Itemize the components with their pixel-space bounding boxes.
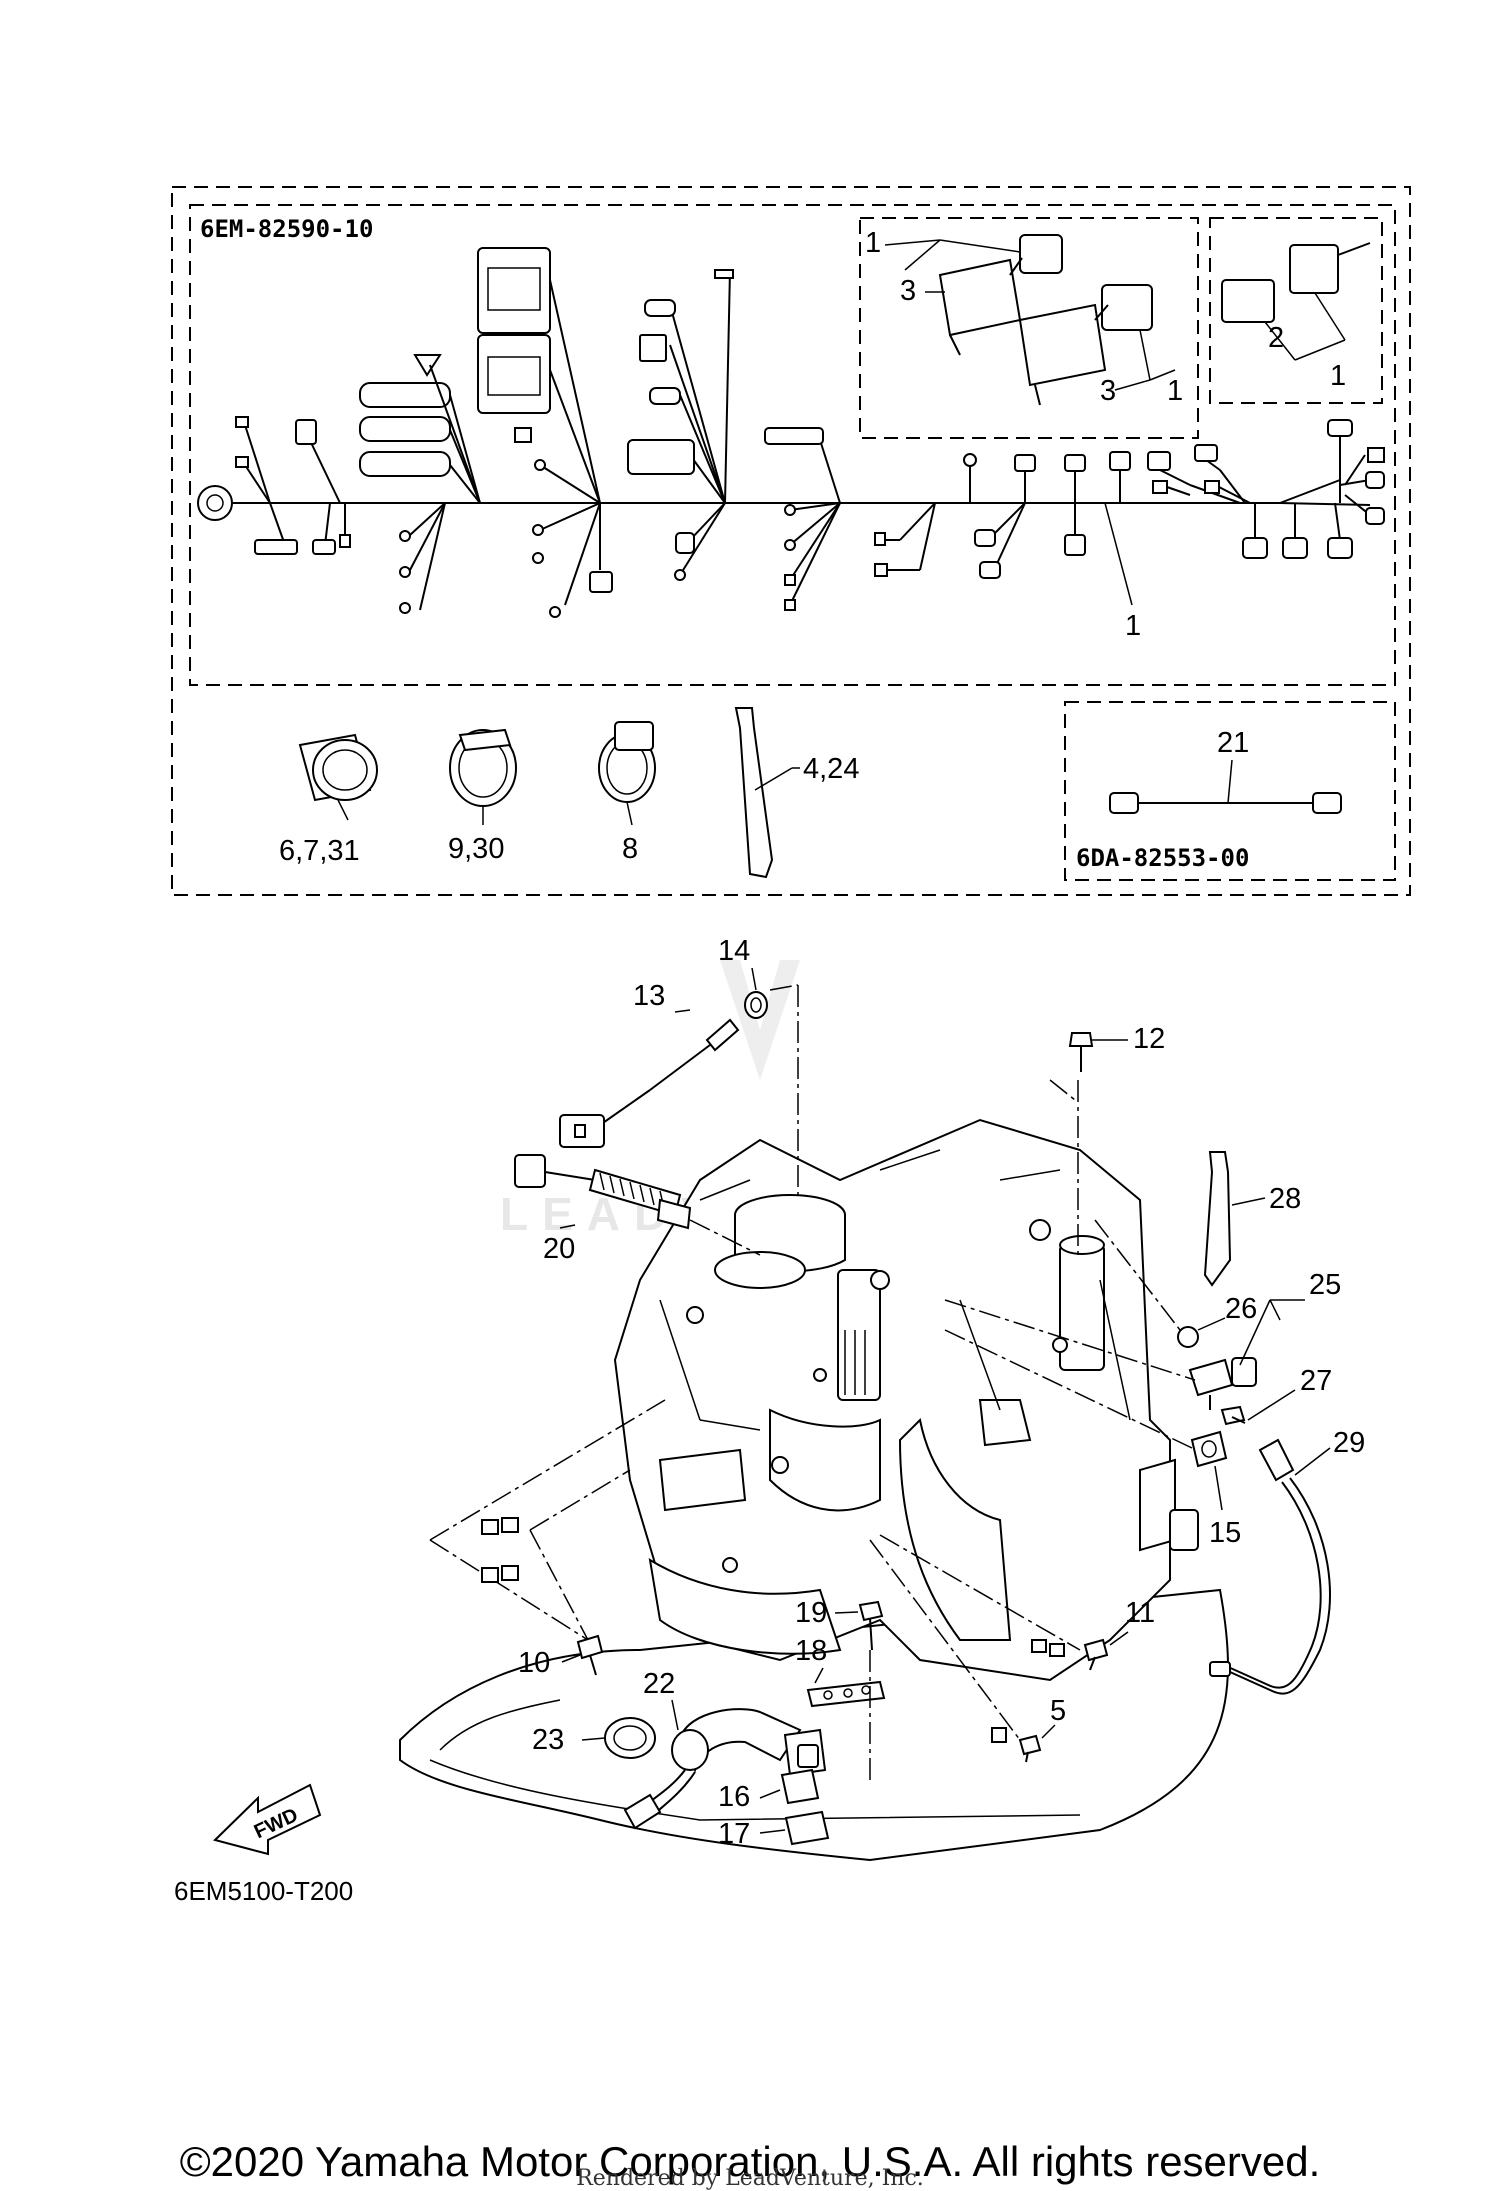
engine-parts: 14 13 20 12 28 26 [174, 935, 1365, 1906]
callout-25: 25 [1309, 1269, 1341, 1301]
intake-runner [898, 1417, 1012, 1641]
subharness-part-code: 6DA-82553-00 [1076, 844, 1249, 872]
callout-1a: 1 [865, 227, 881, 259]
outer-kit-border [171, 186, 1411, 896]
callout-12: 12 [1133, 1023, 1165, 1055]
wire-harness [197, 247, 1385, 618]
coupler-set: 2 1 [1221, 242, 1371, 392]
drawing-id: 6EM5100-T200 [174, 1876, 353, 1906]
ignition-coil-left [837, 1269, 881, 1401]
connector-cap-box-1 [859, 217, 1199, 439]
callout-17: 17 [718, 1818, 750, 1850]
callout-29: 29 [1333, 1427, 1365, 1459]
callout-3b: 3 [1100, 375, 1116, 407]
callout-4-24: 4,24 [803, 753, 859, 785]
callout-27: 27 [1300, 1365, 1332, 1397]
callout-2: 2 [1268, 322, 1284, 354]
callout-13: 13 [633, 980, 665, 1012]
sub-harness-21: 21 [1109, 727, 1342, 814]
callout-23: 23 [532, 1724, 564, 1756]
callout-1d: 1 [1125, 610, 1141, 642]
callout-19: 19 [795, 1597, 827, 1629]
callout-16: 16 [718, 1781, 750, 1813]
callout-1c: 1 [1330, 360, 1346, 392]
callout-26: 26 [1225, 1293, 1257, 1325]
callout-1b: 1 [1167, 375, 1183, 407]
connector-cap-box-2 [1209, 217, 1383, 404]
callout-8: 8 [622, 833, 638, 865]
callout-22: 22 [643, 1668, 675, 1700]
callout-6-7-31: 6,7,31 [279, 835, 360, 867]
callout-10: 10 [518, 1647, 550, 1679]
callout-15: 15 [1209, 1517, 1241, 1549]
callout-9-30: 9,30 [448, 833, 504, 865]
harness-kit-section: 6EM-82590-10 6DA-82553-00 [171, 186, 1411, 896]
copyright-footer: ©2020 Yamaha Motor Corporation, U.S.A. A… [179, 2138, 1321, 2185]
ignition-coil-right [1059, 1244, 1105, 1371]
forward-arrow-icon: FWD [213, 1783, 322, 1856]
callout-21: 21 [1217, 727, 1249, 759]
engine-assembly [399, 1118, 1229, 1862]
subharness-border [1064, 701, 1396, 881]
callout-28: 28 [1269, 1183, 1301, 1215]
callout-18: 18 [795, 1635, 827, 1667]
callout-3a: 3 [900, 275, 916, 307]
callout-20: 20 [543, 1233, 575, 1265]
connector-caps: 1 3 3 1 [865, 227, 1183, 407]
ecu-connectors [477, 247, 551, 414]
multi-pin-connectors [359, 354, 451, 477]
callout-11: 11 [1125, 1597, 1155, 1629]
rendered-by-footer: Rendered by LeadVenture, Inc. [576, 2166, 924, 2191]
callout-14: 14 [718, 935, 750, 967]
callout-5: 5 [1050, 1695, 1066, 1727]
clip-clamp-row: 6,7,31 9,30 8 4,24 [279, 707, 859, 879]
harness-border [189, 204, 1396, 686]
harness-part-code: 6EM-82590-10 [200, 215, 373, 243]
